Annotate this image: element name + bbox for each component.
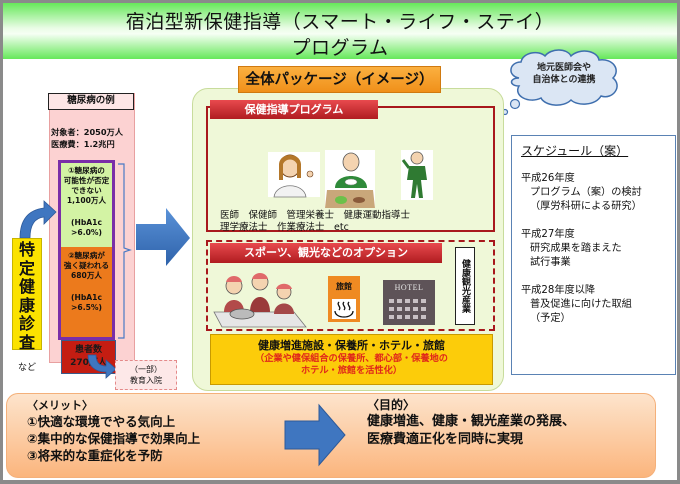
goal-banner: 〈目的〉 健康増進、健康・観光産業の発展、 医療費適正化を同時に実現 <box>325 393 656 478</box>
merit-item: ③将来的な重症化を予防 <box>27 448 163 463</box>
options-tab: スポーツ、観光などのオプション <box>210 243 442 263</box>
stage-group-border <box>58 160 115 340</box>
checkup-text: 特定健康診査 <box>19 240 36 352</box>
specific-health-checkup-label: 特定健康診査 <box>12 238 42 352</box>
schedule-item: 平成28年度以降 普及促進に向けた取組 （予定） <box>521 284 675 326</box>
schedule-detail: 試行事業 <box>530 257 571 268</box>
hot-spring-icon <box>332 299 356 319</box>
staff-list-line-1: 医師 保健師 管理栄養士 健康運動指導士 <box>220 210 411 221</box>
schedule-item: 平成26年度 プログラム（案）の検討 （厚労科研による研究） <box>521 172 675 214</box>
merit-item: ②集中的な保健指導で効果向上 <box>27 431 201 446</box>
big-right-arrow-icon <box>136 208 190 266</box>
goal-heading: 〈目的〉 <box>367 398 416 412</box>
goal-line-1: 健康増進、健康・観光産業の発展、 <box>367 414 576 429</box>
merit-to-goal-arrow-icon <box>284 403 346 467</box>
schedule-detail: 普及促進に向けた取組 <box>530 299 632 310</box>
exercise-trainer-illustration-icon <box>401 150 433 200</box>
stage-1-line-3: できない <box>71 186 102 195</box>
hotel-building: HOTEL <box>383 280 435 325</box>
schedule-detail: （厚労科研による研究） <box>530 201 642 212</box>
schedule-detail: （予定） <box>530 313 571 324</box>
checkup-suffix: など <box>18 363 37 373</box>
education-hospitalization-box: （一部） 教育入院 <box>115 360 177 390</box>
stage-1-box: ①糖尿病の 可能性が否定 できない 1,100万人 (HbA1c >6.0%) <box>61 163 112 247</box>
stage-1-hba1c: (HbA1c >6.0%) <box>71 218 102 237</box>
staff-list-line-2: 理学療法士 作業療法士 etc <box>220 222 349 233</box>
title-line-2: プログラム <box>291 37 389 59</box>
stage-1-line-1: ①糖尿病の <box>68 166 105 175</box>
education-line-1: （一部） <box>130 365 162 374</box>
bracket-icon <box>118 163 132 339</box>
merit-banner: 〈メリット〉 ①快適な環境でやる気向上 ②集中的な保健指導で効果向上 ③将来的な… <box>6 393 326 478</box>
ryokan-sign: 旅館 <box>328 276 360 322</box>
facility-main-text: 健康増進施設・保養所・ホテル・旅館 <box>258 339 445 352</box>
hotel-label: HOTEL <box>394 283 424 292</box>
stage-2-box: ②糖尿病が 強く疑われる 680万人 (HbA1c >6.5%) <box>61 247 112 337</box>
stage-2-line-2: 強く疑われる <box>63 261 110 270</box>
curved-arrow-up-icon <box>19 200 57 239</box>
dietitian-meal-illustration-icon <box>325 150 375 208</box>
hotel-windows-icon <box>389 299 426 319</box>
cloud-shape-icon <box>493 49 618 119</box>
diabetes-target-count: 対象者：2050万人 <box>51 127 123 137</box>
title-line-1: 宿泊型新保健指導（スマート・ライフ・ステイ） <box>125 11 555 33</box>
cloud-text-line-1: 地元医師会や <box>536 63 591 73</box>
stage-1-line-2: 可能性が否定 <box>63 176 110 185</box>
schedule-year: 平成27年度 <box>521 229 575 240</box>
stage-1-count: 1,100万人 <box>66 196 107 205</box>
diabetes-medical-cost: 医療費：1.2兆円 <box>51 139 115 149</box>
education-line-2: 教育入院 <box>130 376 162 385</box>
title-banner: 宿泊型新保健指導（スマート・ライフ・ステイ） プログラム <box>3 3 677 59</box>
cloud-text-line-2: 自治体との連携 <box>532 75 596 85</box>
options-box <box>206 240 495 331</box>
diabetes-header: 糖尿病の例 <box>48 93 134 110</box>
schedule-title: スケジュール（案） <box>521 144 629 158</box>
package-label: 全体パッケージ（イメージ） <box>238 66 441 93</box>
facility-sub-text-2: ホテル・旅館を活性化） <box>300 365 403 376</box>
goal-line-2: 医療費適正化を同時に実現 <box>367 432 524 447</box>
curved-arrow-right-icon <box>87 354 117 379</box>
schedule-year: 平成26年度 <box>521 173 575 184</box>
stage-3-line-1: 患者数 <box>74 345 102 355</box>
stage-2-hba1c: (HbA1c >6.5%) <box>71 293 102 312</box>
schedule-detail: プログラム（案）の検討 <box>530 187 642 198</box>
ryokan-label: 旅館 <box>336 282 352 291</box>
facility-sub-text-1: （企業や健保組合の保養所、都心部・保養地の <box>255 353 448 364</box>
merit-heading: 〈メリット〉 <box>27 399 93 412</box>
cooking-class-illustration-icon <box>213 273 307 328</box>
stage-2-line-1: ②糖尿病が <box>68 251 105 260</box>
schedule-detail: 研究成果を踏まえた <box>530 243 622 254</box>
schedule-year: 平成28年度以降 <box>521 285 596 296</box>
schedule-panel: スケジュール（案） 平成26年度 プログラム（案）の検討 （厚労科研による研究）… <box>511 135 676 375</box>
health-guidance-program-tab: 保健指導プログラム <box>210 100 378 119</box>
stage-2-count: 680万人 <box>70 271 103 280</box>
stage-3-count: 270万人 <box>70 358 107 368</box>
schedule-item: 平成27年度 研究成果を踏まえた 試行事業 <box>521 228 675 270</box>
facility-box: 健康増進施設・保養所・ホテル・旅館 （企業や健保組合の保養所、都心部・保養地の … <box>210 334 493 385</box>
health-tourism-industry-label: 健康観光産業 <box>455 247 475 325</box>
merit-item: ①快適な環境でやる気向上 <box>27 414 176 429</box>
nurse-illustration-icon <box>268 152 320 198</box>
cloud-callout: 地元医師会や 自治体との連携 <box>493 48 623 119</box>
